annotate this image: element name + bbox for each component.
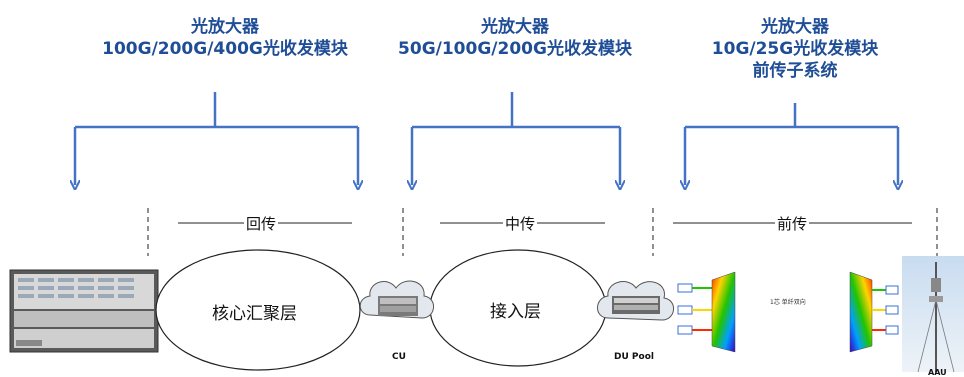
heading-fronthaul: 光放大器 10G/25G光收发模块 前传子系统 bbox=[680, 16, 910, 82]
bracket-midhaul bbox=[412, 92, 620, 185]
core-layer-label: 核心汇聚层 bbox=[212, 304, 297, 324]
fiber-label: 1芯 单纤双向 bbox=[770, 299, 806, 306]
segment-label-midhaul: 中传 bbox=[503, 213, 538, 234]
mux-left bbox=[711, 271, 736, 353]
core-router-chassis bbox=[9, 269, 159, 353]
fronthaul-ports-left bbox=[677, 283, 712, 335]
heading-midhaul-line1: 光放大器 bbox=[481, 17, 549, 37]
heading-midhaul-line2: 50G/100G/200G光收发模块 bbox=[398, 39, 632, 59]
aau-label: AAU bbox=[928, 368, 947, 377]
segment-separators bbox=[147, 208, 938, 256]
heading-fronthaul-line2: 10G/25G光收发模块 bbox=[711, 39, 879, 59]
mux-right bbox=[849, 271, 873, 353]
core-layer-ellipse bbox=[155, 249, 361, 371]
heading-backhaul: 光放大器 100G/200G/400G光收发模块 bbox=[60, 16, 390, 60]
bracket-backhaul bbox=[75, 92, 358, 185]
du-pool-cloud bbox=[597, 281, 674, 321]
heading-backhaul-line2: 100G/200G/400G光收发模块 bbox=[102, 39, 348, 59]
fronthaul-ports-right bbox=[872, 285, 899, 335]
segment-label-fronthaul: 前传 bbox=[775, 213, 810, 234]
access-layer-label: 接入层 bbox=[490, 302, 541, 322]
heading-midhaul: 光放大器 50G/100G/200G光收发模块 bbox=[370, 16, 660, 60]
heading-fronthaul-line3: 前传子系统 bbox=[752, 61, 838, 81]
aau-tower-image bbox=[902, 256, 964, 373]
heading-fronthaul-line1: 光放大器 bbox=[761, 17, 829, 37]
cu-label: CU bbox=[392, 352, 406, 362]
heading-backhaul-line1: 光放大器 bbox=[191, 17, 259, 37]
cu-cloud bbox=[359, 280, 434, 319]
bracket-fronthaul bbox=[685, 103, 898, 185]
segment-label-backhaul: 回传 bbox=[244, 213, 279, 234]
du-pool-label: DU Pool bbox=[614, 352, 654, 362]
